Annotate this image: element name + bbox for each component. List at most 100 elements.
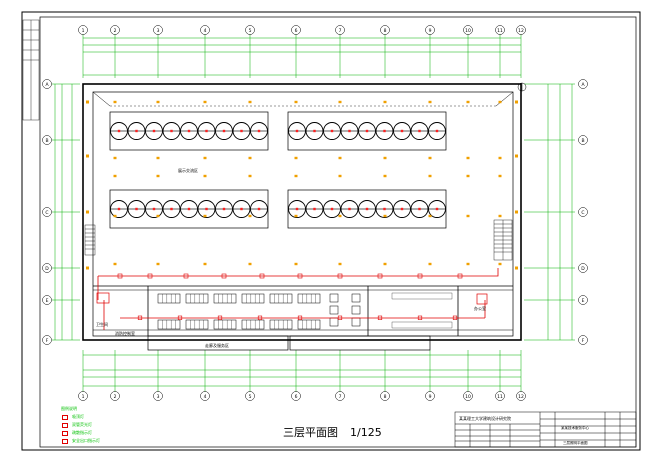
fixture-mark [383, 214, 387, 218]
server-racks [391, 292, 453, 329]
axis-bubble-label: 3 [157, 394, 160, 400]
axis-bubble [578, 79, 588, 89]
axis-bubble-label: 4 [204, 28, 207, 34]
table-fixture [240, 207, 243, 211]
table-fixture [435, 207, 439, 211]
fixture-mark [466, 174, 470, 178]
axis-bubble-label: 10 [465, 28, 471, 34]
fixture-mark [113, 156, 117, 160]
legend-swatch [62, 431, 68, 436]
junction-box [259, 273, 265, 279]
plan-title-text: 三层平面图 [283, 426, 338, 439]
fixture-mark [294, 174, 298, 178]
axis-bubble [78, 391, 88, 401]
fixture-mark [86, 210, 89, 214]
fixture-mark [338, 156, 342, 160]
north-arrow-icon [517, 82, 527, 92]
fixture-mark [156, 100, 160, 104]
table-fixture [435, 129, 439, 133]
cabinet [329, 293, 339, 303]
table-fixture [418, 207, 421, 211]
axis-bubble [578, 295, 588, 305]
table-fixture [313, 129, 316, 133]
fixture-mark [515, 266, 518, 270]
desk [241, 319, 265, 330]
left-dimension-lines [52, 83, 80, 341]
junction-box [147, 273, 153, 279]
fixture-mark [383, 262, 387, 266]
fixture-mark [203, 262, 207, 266]
table-fixture [383, 129, 386, 133]
fixture-mark [86, 154, 89, 158]
fixture-mark [338, 262, 342, 266]
desk [297, 293, 321, 304]
axis-bubble-label: 10 [465, 394, 471, 400]
table-fixture [330, 207, 334, 211]
table-fixture [295, 129, 299, 133]
fixture-mark [466, 156, 470, 160]
fixture-mark [428, 174, 432, 178]
fixture-mark [294, 100, 298, 104]
table-fixture [170, 207, 173, 211]
axis-bubble [110, 391, 120, 401]
axis-bubble [495, 25, 505, 35]
fixture-mark [203, 100, 207, 104]
table-fixture [152, 129, 156, 133]
fixture-mark [498, 100, 502, 104]
axis-bubble-label: E [582, 298, 585, 304]
junction-box [137, 315, 143, 320]
table-fixture [418, 129, 421, 133]
legend-swatch [62, 415, 68, 420]
building-outline [82, 83, 522, 351]
sheet-inner-border [39, 16, 637, 448]
fixture-mark [156, 156, 160, 160]
fixture-mark [203, 214, 207, 218]
desk [241, 293, 265, 304]
stair-left [84, 224, 96, 256]
axis-bubble [380, 25, 390, 35]
junction-box [217, 315, 223, 320]
legend-title: 图例说明 [61, 406, 77, 411]
axis-bubble-label: 8 [384, 394, 387, 400]
fixture-mark [338, 100, 342, 104]
axis-bubble [425, 391, 435, 401]
table-fixture [117, 207, 121, 211]
axis-bubble [516, 25, 526, 35]
fixture-mark [428, 156, 432, 160]
axis-bubble-label: 5 [249, 28, 252, 34]
desk [297, 319, 321, 330]
axis-bubble-label: 9 [429, 28, 432, 34]
junction-box [337, 273, 343, 279]
table-fixture [365, 207, 369, 211]
axis-bubble-label: 1 [82, 394, 85, 400]
legend-swatch [62, 439, 68, 444]
room-label-lower-left: 消防控制室 [115, 331, 135, 336]
junction-box [417, 315, 423, 320]
cabinet [351, 293, 361, 303]
fixture-mark [248, 156, 252, 160]
table-fixture [295, 207, 299, 211]
legend-item-3: 疏散指示灯 [72, 430, 92, 435]
axis-bubble-label: 7 [339, 28, 342, 34]
fixture-mark [156, 174, 160, 178]
fixture-mark [113, 262, 117, 266]
table-fixture [205, 207, 208, 211]
fixture-mark [156, 214, 160, 218]
equipment-panels [96, 292, 488, 305]
fixture-mark [466, 262, 470, 266]
axis-bubble-label: 5 [249, 394, 252, 400]
axis-bubble-label: 3 [157, 28, 160, 34]
legend-item-4: 安全出口指示灯 [72, 438, 100, 443]
fixture-mark [294, 262, 298, 266]
axis-bubble [200, 391, 210, 401]
junction-box [177, 315, 183, 320]
fixture-mark [428, 214, 432, 218]
cabinet [351, 317, 361, 327]
fixture-mark [498, 174, 502, 178]
fixture-mark [428, 100, 432, 104]
axis-bubble [335, 25, 345, 35]
axis-bubble-label: B [45, 138, 48, 144]
fixture-mark [86, 100, 89, 104]
